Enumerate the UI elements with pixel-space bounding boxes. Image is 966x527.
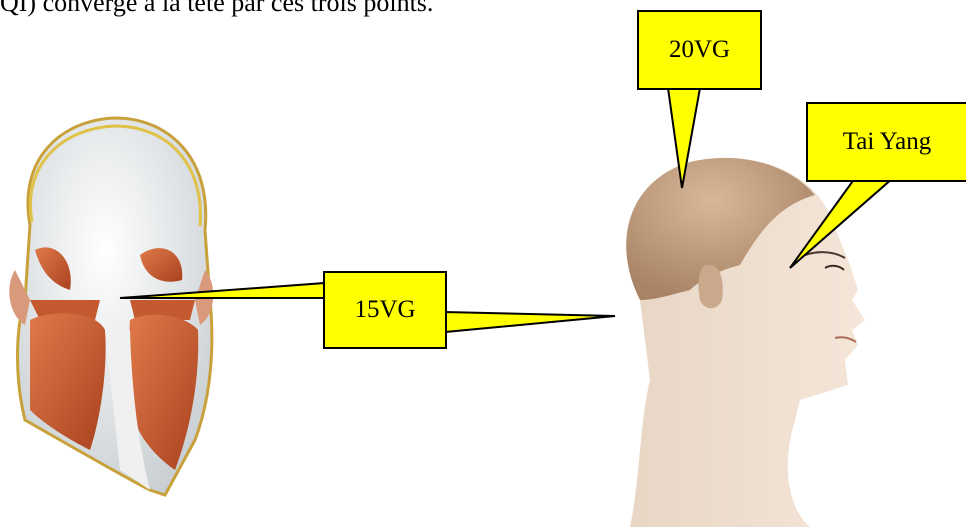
callout-15vg: 15VG xyxy=(323,271,447,349)
callout-tai-yang: Tai Yang xyxy=(806,102,966,182)
pointer-taiyang xyxy=(790,178,893,268)
callout-20vg: 20VG xyxy=(637,10,762,90)
pointer-15vg-right xyxy=(445,312,615,332)
pointer-20vg xyxy=(668,88,700,188)
pointer-15vg-left xyxy=(120,283,325,298)
